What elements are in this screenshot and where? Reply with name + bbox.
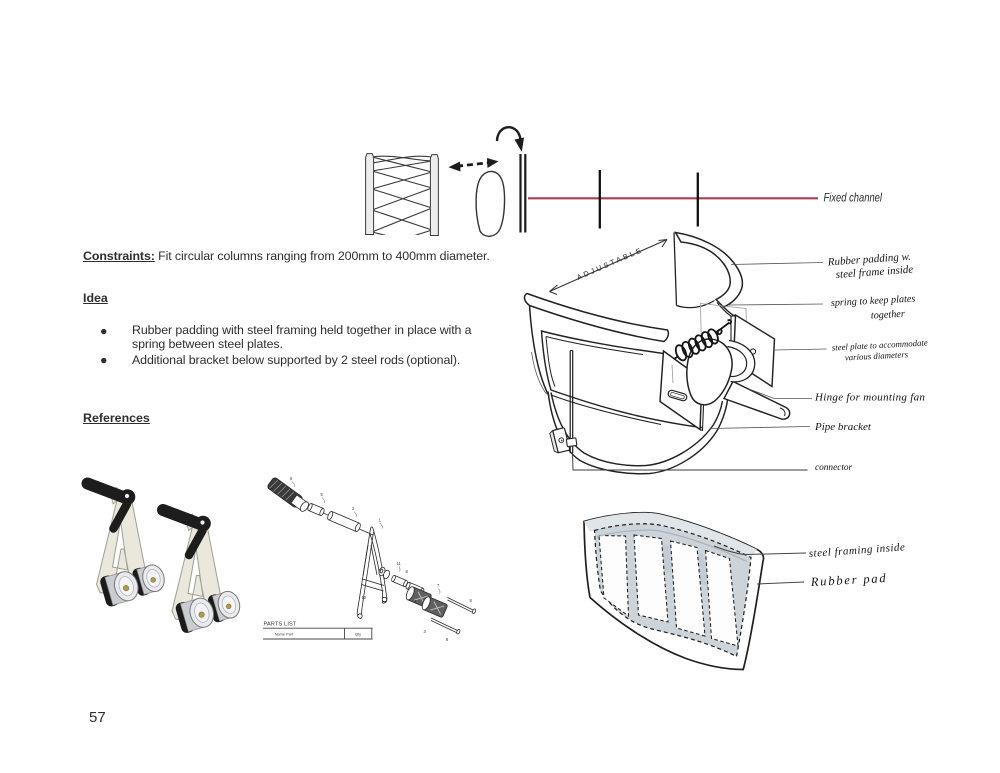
svg-text:steel frame inside: steel frame inside — [835, 264, 913, 281]
svg-text:Rubber padding w.: Rubber padding w. — [826, 251, 911, 269]
svg-text:Rubber pad: Rubber pad — [809, 571, 887, 589]
svg-text:various diameters: various diameters — [845, 349, 909, 362]
svg-text:Pipe bracket: Pipe bracket — [814, 421, 872, 433]
svg-text:6: 6 — [290, 476, 293, 481]
svg-text:Name Part: Name Part — [275, 632, 295, 637]
svg-text:8: 8 — [406, 569, 409, 574]
svg-text:3: 3 — [424, 629, 427, 634]
svg-text:1: 1 — [379, 518, 382, 523]
svg-text:spring to keep plates: spring to keep plates — [831, 294, 916, 309]
svg-text:8: 8 — [446, 637, 449, 642]
svg-text:ADJUSTABLE: ADJUSTABLE — [575, 245, 644, 282]
svg-text:PARTS LIST: PARTS LIST — [264, 622, 297, 628]
svg-text:Hinge for mounting fan: Hinge for mounting fan — [814, 392, 925, 404]
svg-text:2: 2 — [352, 506, 355, 511]
svg-text:steel framing inside: steel framing inside — [808, 541, 905, 560]
svg-text:5: 5 — [321, 492, 324, 497]
svg-text:8: 8 — [470, 598, 473, 603]
svg-text:10: 10 — [362, 595, 367, 600]
svg-text:4: 4 — [414, 599, 417, 604]
svg-text:7: 7 — [437, 583, 440, 588]
svg-text:together: together — [871, 309, 906, 322]
svg-text:Qty: Qty — [355, 632, 361, 637]
svg-text:connector: connector — [815, 463, 853, 473]
svg-text:Fixed channel: Fixed channel — [824, 191, 883, 205]
svg-text:11: 11 — [397, 561, 402, 566]
